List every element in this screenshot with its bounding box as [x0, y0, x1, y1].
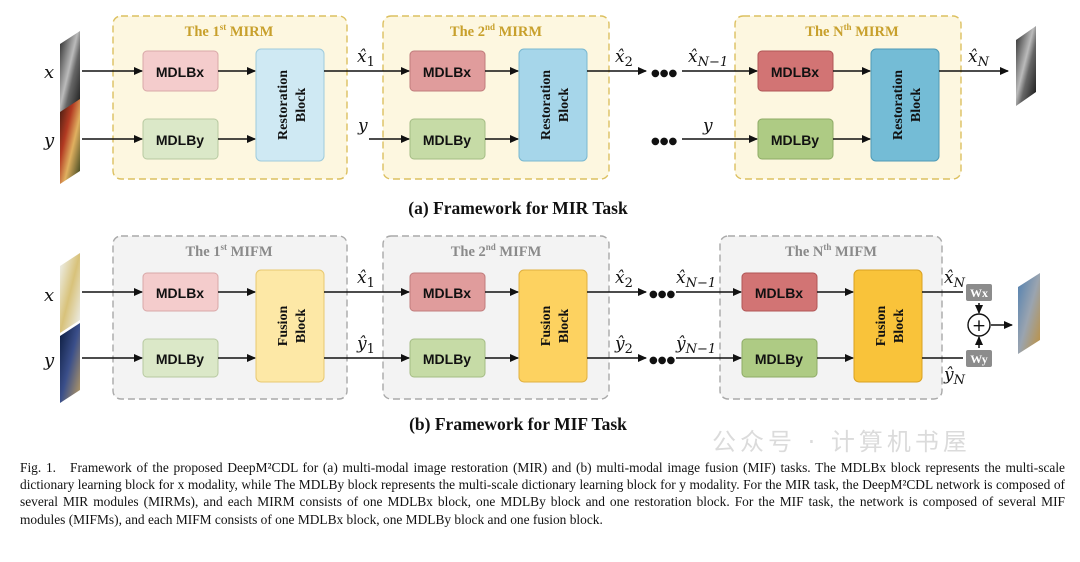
sum-plus-icon: + [972, 316, 986, 336]
mirm-2-restoration-block [518, 48, 588, 162]
mif-input-y-image [60, 323, 80, 403]
mirm-1-mdlbx-label: MDLBx [156, 64, 204, 80]
mir-input-x-image [60, 31, 80, 116]
framework-diagram: The 1st MIRM The 2nd MIRM The Nth MIRM x… [43, 15, 1040, 434]
mir-input-y-label: y [43, 130, 55, 151]
mif-dots-bottom: ●●● [649, 355, 675, 366]
mifm-2-title: The 2nd MIFM [451, 242, 542, 260]
mif-input-y-label: y [43, 350, 55, 371]
mifm-1-title: The 1st MIFM [185, 242, 272, 260]
mif-xn-1-label: x̂N−1 [676, 268, 716, 291]
mif-subcaption: (b) Framework for MIF Task [409, 414, 627, 434]
mifm-1-fusion-block [255, 269, 325, 383]
figure-caption: Fig. 1.Framework of the proposed DeepM²C… [20, 459, 1065, 528]
mir-y-relay-n-label: y [702, 116, 713, 136]
wy-label: Wy [970, 352, 988, 366]
mir-subcaption: (a) Framework for MIR Task [408, 198, 628, 218]
mif-y1-label: ŷ1 [356, 334, 375, 357]
mif-input-x-image [60, 253, 80, 333]
mifm-1-mdlbx-label: MDLBx [156, 285, 204, 301]
mir-dots-top: ●●● [651, 68, 677, 79]
mif-yn-1-label: ŷN−1 [675, 334, 716, 357]
mir-dots-bottom: ●●● [651, 136, 677, 147]
mif-xn-label: x̂N [944, 268, 966, 291]
mirm-1-restoration-block [255, 48, 325, 162]
figure-caption-label: Fig. 1. [20, 460, 57, 475]
watermark: 公众号 · 计算机书屋 [712, 428, 971, 456]
mir-x2-label: x̂2 [615, 47, 633, 70]
mirm-2-title: The 2nd MIRM [450, 22, 542, 40]
mif-x1-label: x̂1 [357, 268, 375, 291]
mif-arrows [82, 288, 1013, 362]
mifm-n-mdlby-label: MDLBy [755, 351, 803, 367]
mir-input-y-image [60, 99, 80, 184]
mifm-1-mdlby-label: MDLBy [156, 351, 204, 367]
mifm-n-mdlbx-label: MDLBx [755, 285, 803, 301]
wx-badge [966, 284, 992, 301]
mir-arrows [82, 67, 1009, 143]
sum-node [967, 313, 991, 337]
wy-badge [966, 350, 992, 367]
mirm-1-mdlby-label: MDLBy [156, 132, 204, 148]
mirm-2-mdlbx-label: MDLBx [423, 64, 471, 80]
mifm-2-mdlby-label: MDLBy [423, 351, 471, 367]
mirm-1-title: The 1st MIRM [185, 22, 274, 40]
mifm-2-fusion-block [518, 269, 588, 383]
figure-caption-text: Framework of the proposed DeepM²CDL for … [20, 460, 1065, 527]
mir-x1-label: x̂1 [357, 47, 375, 70]
mif-dots-top: ●●● [649, 289, 675, 300]
mirm-n-mdlby-label: MDLBy [771, 132, 819, 148]
mif-input-x-label: x [44, 285, 54, 306]
mif-yn-label: ŷN [943, 365, 966, 388]
mir-y-relay-label: y [357, 116, 368, 136]
mirm-2-mdlby-label: MDLBy [423, 132, 471, 148]
mir-output-image [1016, 26, 1036, 106]
mirm-n-restoration-block [870, 48, 940, 162]
mifm-n-fusion-block [853, 269, 923, 383]
mif-x2-label: x̂2 [615, 268, 633, 291]
mir-input-x-label: x [44, 62, 54, 83]
mir-xn-label: x̂N [968, 47, 990, 70]
mirm-n-mdlbx-label: MDLBx [771, 64, 819, 80]
mif-output-image [1018, 273, 1040, 354]
mir-xn-1-label: x̂N−1 [688, 47, 728, 70]
mirm-n-title: The Nth MIRM [805, 22, 899, 40]
wx-label: Wx [970, 286, 988, 300]
mifm-2-mdlbx-label: MDLBx [423, 285, 471, 301]
mif-y2-label: ŷ2 [614, 334, 633, 357]
mifm-n-title: The Nth MIFM [785, 242, 877, 260]
